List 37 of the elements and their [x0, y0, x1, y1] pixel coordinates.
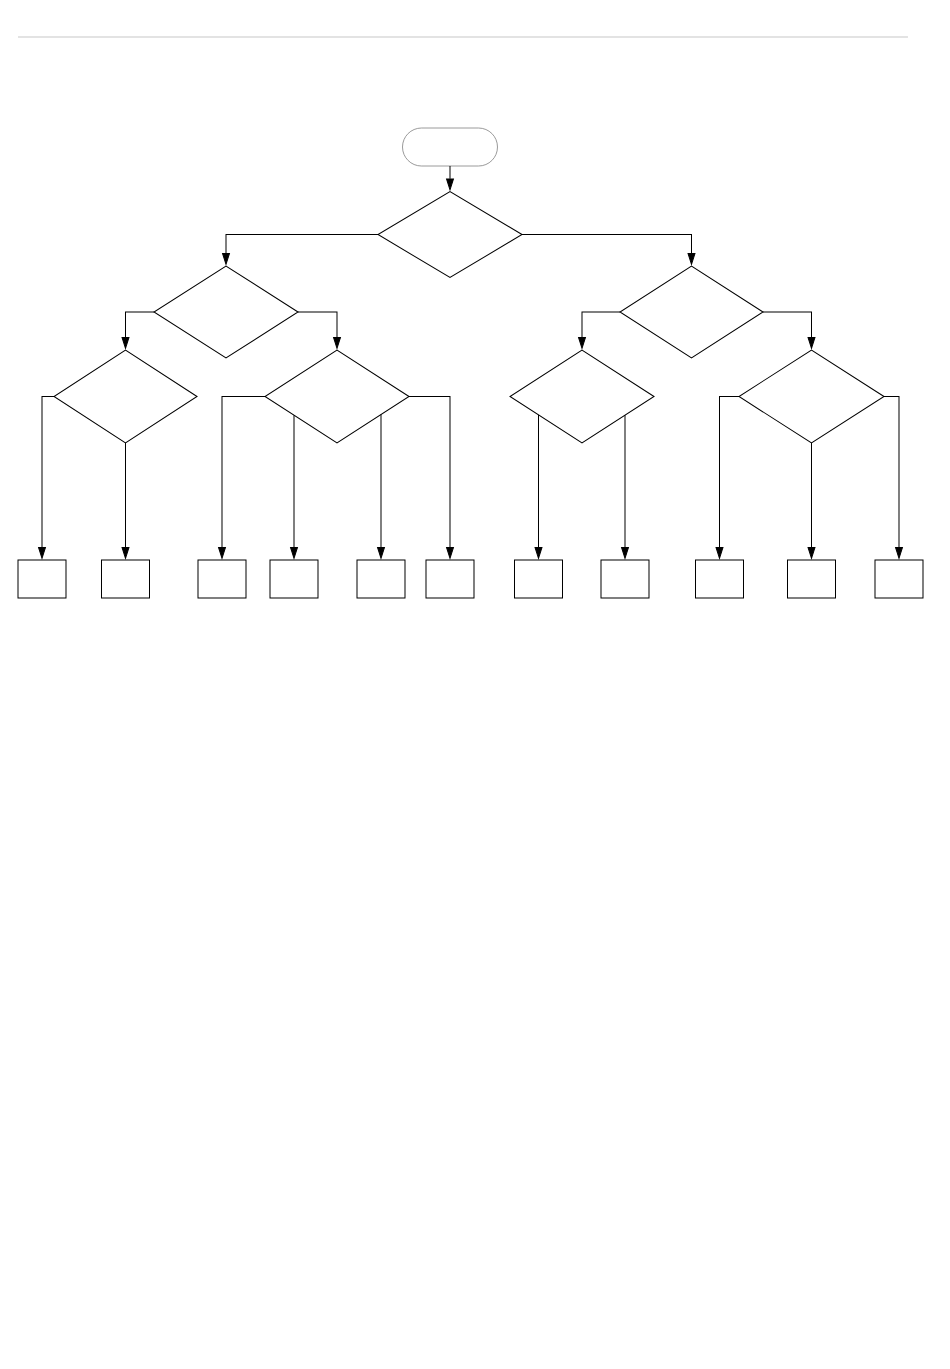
process-box: [600, 559, 650, 599]
flow-arrow: [121, 442, 130, 559]
flow-arrow: [762, 311, 816, 349]
process-box: [269, 559, 319, 599]
process-box: [874, 559, 924, 599]
process-box: [17, 559, 67, 599]
flow-arrow: [218, 396, 266, 559]
process-box: [101, 559, 150, 599]
decision-diamond: [377, 191, 523, 278]
process-box: [356, 559, 406, 599]
decision-diamond: [509, 349, 655, 444]
flow-arrow: [377, 414, 385, 559]
flow-arrow: [446, 165, 454, 191]
flow-arrow: [290, 414, 298, 559]
flow-arrow: [297, 311, 341, 349]
flow-arrow: [807, 442, 816, 559]
flow-arrow: [408, 396, 454, 559]
flow-arrow: [715, 396, 740, 559]
start-terminal: [402, 127, 498, 167]
process-box: [425, 559, 475, 599]
flow-arrow: [38, 396, 55, 559]
decision-diamond: [53, 349, 198, 444]
decision-diamond: [738, 349, 885, 444]
flow-arrow: [521, 234, 696, 265]
decision-diamond: [153, 265, 299, 359]
flow-arrow: [883, 396, 903, 559]
flow-arrow: [222, 234, 379, 265]
flow-arrow: [534, 414, 543, 559]
flow-arrow: [578, 311, 621, 349]
process-box: [197, 559, 247, 599]
process-box: [695, 559, 744, 599]
process-box: [787, 559, 836, 599]
process-box: [514, 559, 563, 599]
decision-diamond: [619, 265, 764, 359]
flow-arrow: [621, 414, 629, 559]
decision-diamond: [264, 349, 410, 444]
flow-arrow: [121, 311, 155, 349]
